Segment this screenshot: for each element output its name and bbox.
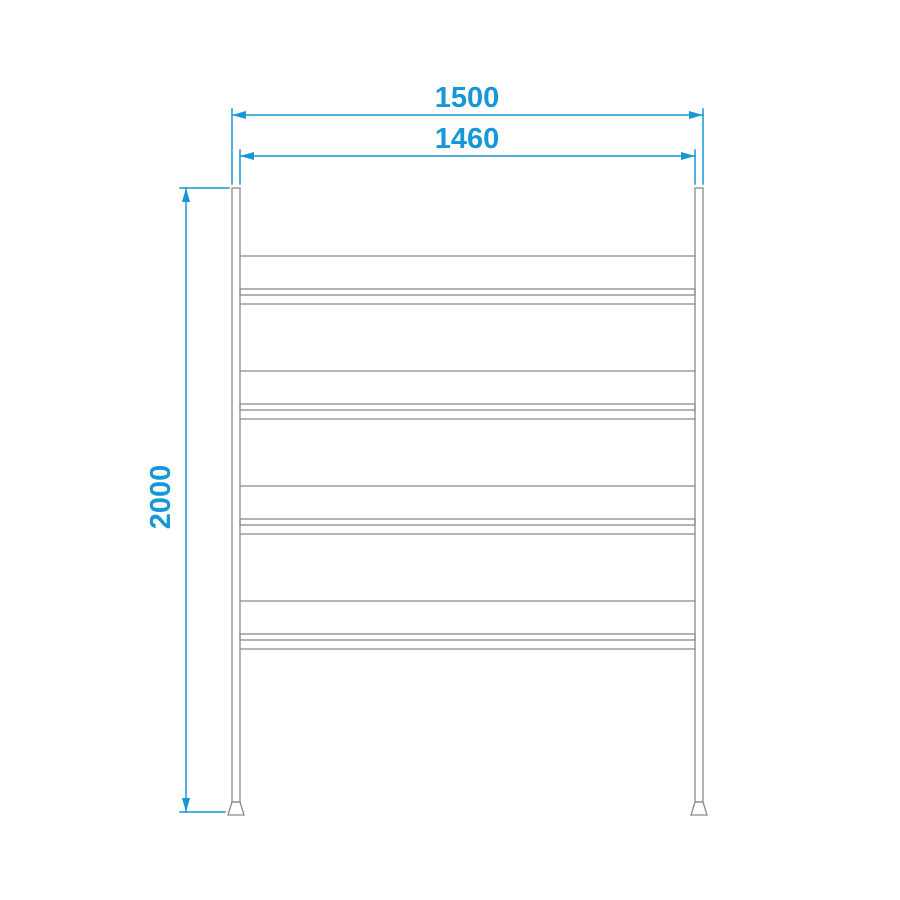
shelf-1-front-rail	[239, 288, 696, 296]
shelf-2	[239, 370, 696, 420]
shelf-3-front-rail	[239, 518, 696, 526]
right-post	[694, 187, 704, 803]
left-foot	[227, 801, 245, 816]
arrow-outer-right-icon	[689, 111, 703, 119]
outer-width-label: 1500	[435, 82, 500, 114]
arrow-outer-left-icon	[232, 111, 246, 119]
dimension-annotations	[179, 108, 704, 813]
left-post	[231, 187, 241, 803]
dimension-arrowheads	[182, 111, 703, 812]
arrow-inner-right-icon	[681, 152, 695, 160]
arrow-height-top-icon	[182, 188, 190, 202]
shelf-4-front-rail	[239, 633, 696, 641]
right-foot	[690, 801, 708, 816]
shelf-4	[239, 600, 696, 650]
dimension-labels: 1500 1460 2000	[145, 82, 499, 529]
shelf-2-front-rail	[239, 403, 696, 411]
arrow-height-bottom-icon	[182, 798, 190, 812]
arrow-inner-left-icon	[240, 152, 254, 160]
shelf-1	[239, 255, 696, 305]
shelf-3	[239, 485, 696, 535]
inner-width-label: 1460	[435, 123, 500, 155]
height-label: 2000	[145, 465, 177, 530]
rack-drawing	[227, 187, 708, 816]
